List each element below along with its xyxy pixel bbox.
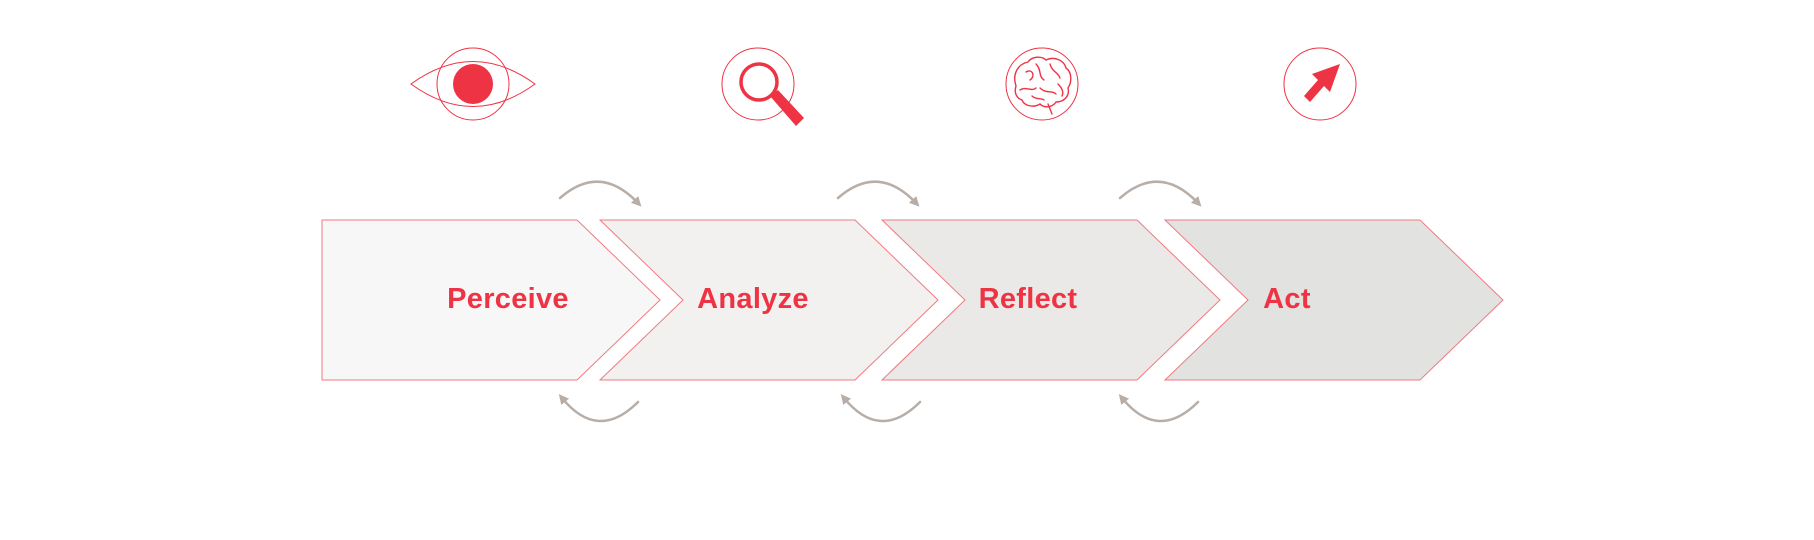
stage-label-reflect: Reflect — [979, 283, 1078, 315]
stage-analyze-shape — [598, 219, 939, 381]
loop-arrow-bottom-1 — [558, 394, 640, 423]
cursor-arrow-icon — [1283, 47, 1357, 121]
loop-arrow-top-3 — [1118, 180, 1202, 207]
loop-arrow-bottom-2 — [840, 394, 922, 423]
stage-act-shape — [1163, 219, 1504, 381]
stage-label-perceive: Perceive — [447, 283, 569, 315]
loop-arrow-bottom-3 — [1118, 394, 1200, 423]
stage-label-analyze: Analyze — [697, 283, 809, 315]
loop-arrow-top-2 — [836, 180, 920, 207]
stage-label-act: Act — [1263, 283, 1311, 315]
brain-icon — [1005, 47, 1079, 121]
loop-arrow-top-1 — [558, 180, 642, 207]
eye-icon — [410, 47, 536, 121]
stage-reflect-shape — [880, 219, 1221, 381]
stage-perceive-shape — [321, 219, 661, 381]
magnifier-icon — [721, 47, 804, 126]
